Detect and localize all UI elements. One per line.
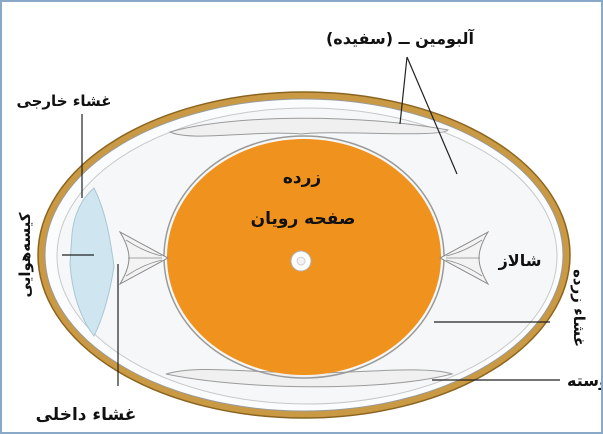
yolk-label: زرده <box>283 168 321 188</box>
embryo-disc-center <box>297 257 305 265</box>
inner-membrane-label: غشاء داخلی <box>36 405 137 425</box>
yolk-membrane-label: غشاء زرده <box>570 269 588 347</box>
air-sac-label: کیسه‌هوایی <box>16 212 34 297</box>
outer-membrane-label: غشاء خارجی <box>16 92 111 110</box>
shell-label: پوسته <box>567 371 601 391</box>
chalaza-label: شالاز <box>498 251 542 270</box>
embryo-disc-label: صفحه رویان <box>251 209 356 229</box>
albumin-label: آلبومین ــ (سفیده) <box>326 28 475 48</box>
